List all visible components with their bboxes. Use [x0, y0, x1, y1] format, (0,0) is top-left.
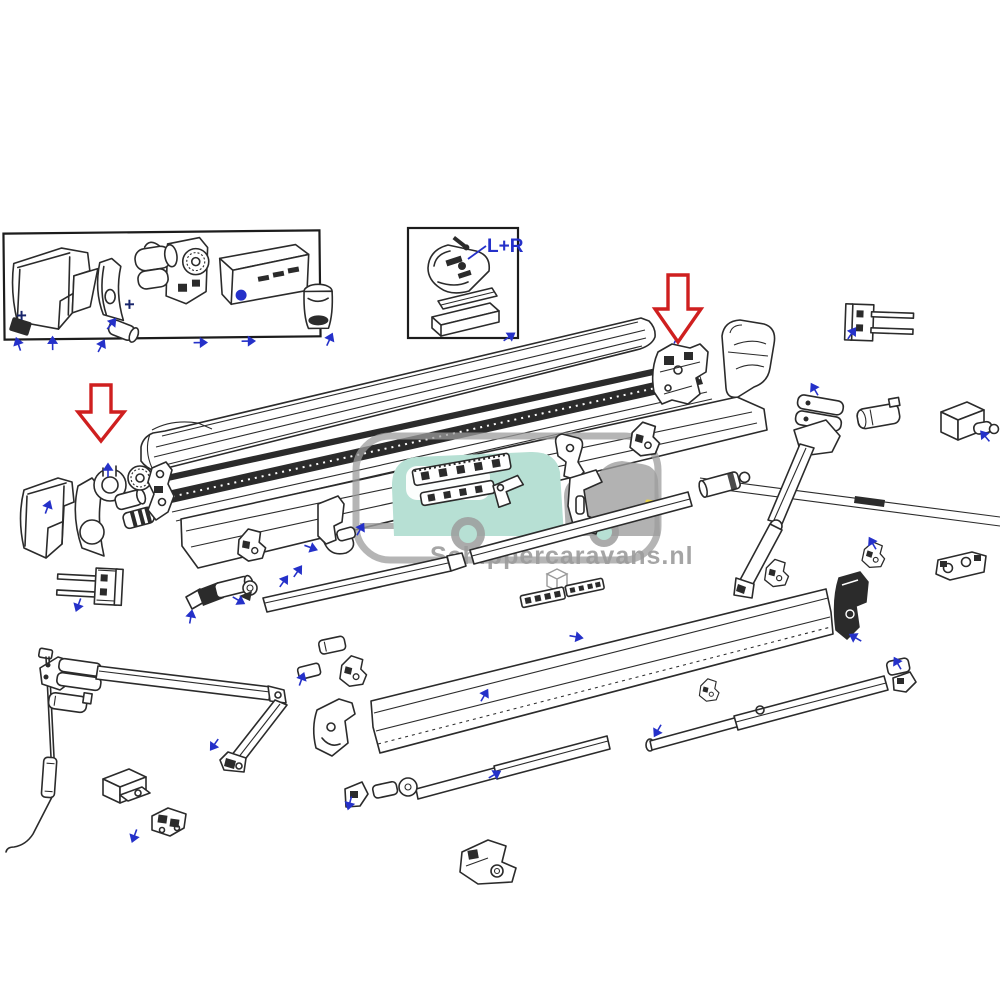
end-bracket-plate-part-icon	[147, 461, 175, 521]
mounting-bracket-icon	[698, 678, 720, 702]
lift-bracket-part-icon	[651, 343, 709, 405]
roller-bracket-part-icon	[459, 839, 517, 885]
tension-pin-part-icon	[55, 567, 124, 607]
left-end-cap-part-icon	[19, 477, 75, 559]
motor-insert-part-icon	[185, 574, 258, 610]
cone-cap-part-icon	[303, 283, 334, 330]
tube-adapter-part-icon	[698, 471, 751, 499]
rail-end-cap-right-part-icon	[833, 571, 869, 641]
led-rack-part-icon	[419, 479, 496, 507]
hook-bracket-part-icon	[492, 474, 525, 509]
right-guide-rail	[699, 477, 1000, 527]
blue-arrow-mark	[322, 331, 337, 349]
striped-roller-part-icon	[122, 506, 155, 530]
end-cap-cover-part-icon	[721, 319, 776, 399]
mounting-bracket-icon	[764, 558, 790, 588]
left-spring-arm-part-icon	[39, 656, 288, 773]
lr-label: L+R	[487, 236, 524, 257]
connector-strip-part-icon	[564, 577, 605, 598]
arm-clamp-part-icon	[317, 635, 347, 655]
inset-left-border	[2, 229, 322, 341]
foam-pad-part-icon	[9, 317, 32, 336]
hanger-bracket-part-icon	[317, 495, 357, 555]
blue-dot-mark	[235, 289, 247, 301]
hole-plate-part-icon	[935, 551, 987, 581]
front-rail-profile	[370, 588, 834, 754]
blue-arrow-mark	[93, 337, 109, 355]
plus-sign: +	[16, 305, 27, 325]
foot-bracket-part-icon	[151, 807, 187, 837]
lr-bracket-part-icon	[427, 236, 491, 294]
case-lid-profile	[140, 317, 656, 472]
flat-bar-part-icon	[437, 287, 498, 310]
end-cap-part-icon	[11, 247, 99, 330]
arm-clamp-part-icon	[47, 691, 93, 714]
inset-panel-left: + +	[2, 229, 337, 355]
inset-right-border	[406, 226, 520, 340]
right-spring-arm-part-icon	[733, 394, 845, 599]
watermark-text: Schippercaravans.nl	[430, 542, 694, 570]
rail-end-cap-left-part-icon	[312, 698, 356, 757]
control-box-part-icon	[218, 243, 310, 306]
rafter-arm-part-icon	[645, 657, 917, 752]
red-arrow-left-icon	[74, 383, 128, 444]
roller-tube-part-icon	[262, 491, 693, 613]
tension-pin-part-icon	[843, 303, 915, 342]
motor-assembly-part-icon	[134, 236, 210, 305]
curved-bracket-part-icon	[96, 257, 125, 322]
clamp-ring-part-icon	[74, 465, 127, 557]
led-rack-part-icon	[411, 452, 512, 487]
spacer-block-part-icon	[431, 302, 500, 337]
mounting-bracket-icon	[339, 655, 368, 687]
inset-panel-right: L+R	[406, 226, 524, 340]
connector-strip-part-icon	[519, 586, 566, 609]
wall-box-bracket-part-icon	[102, 768, 151, 804]
blue-arrow-mark	[192, 337, 208, 348]
lr-leader-line	[467, 245, 487, 260]
watermark-caravan-hub	[459, 525, 477, 543]
arm-clamp-part-icon	[856, 396, 901, 430]
plus-sign: +	[124, 294, 135, 314]
blue-arrow-mark	[240, 336, 256, 346]
wall-box-bracket-part-icon	[940, 401, 1000, 441]
watermark-hitch	[360, 523, 404, 529]
red-arrow-right-icon	[651, 273, 705, 345]
